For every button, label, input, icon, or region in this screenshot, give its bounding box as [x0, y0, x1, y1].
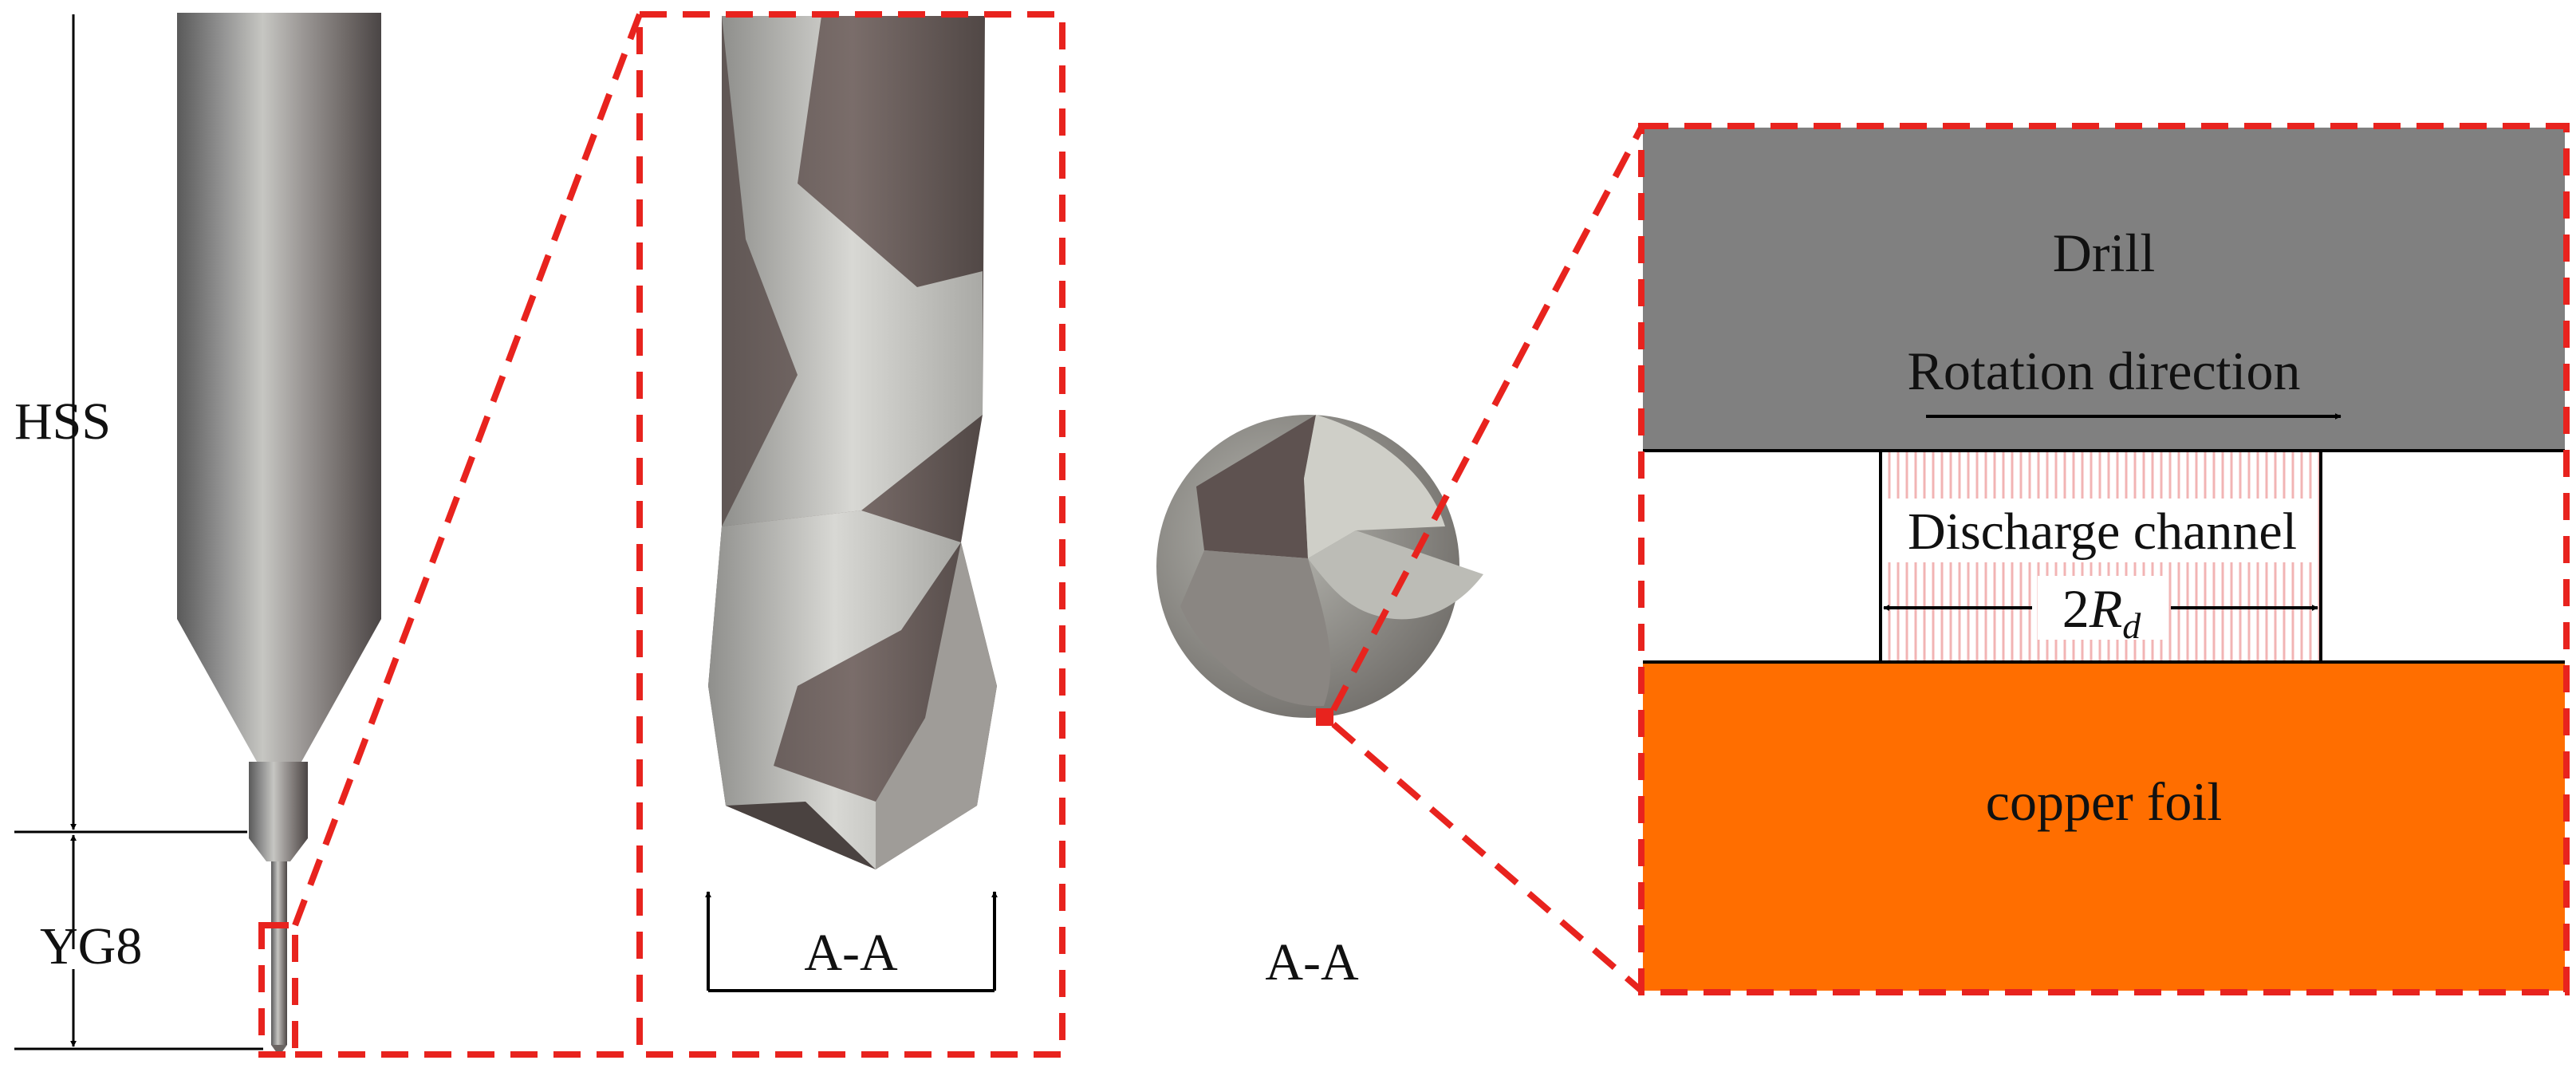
drill-flute-zoom — [708, 16, 997, 869]
label-drill: Drill — [2053, 223, 2155, 283]
cross-section-web-dark — [1196, 415, 1316, 558]
drill-neck — [249, 762, 308, 838]
drill-shank — [177, 13, 381, 619]
section-marker-a-a — [705, 891, 998, 992]
zoom-connector-right-top — [1330, 126, 1644, 711]
flute-edge-right — [876, 542, 997, 869]
drill-micro-tip — [271, 1045, 287, 1056]
zoom-target-box-right — [1638, 123, 2570, 995]
label-copper-foil: copper foil — [1986, 771, 2222, 832]
label-yg8: YG8 — [40, 917, 142, 975]
discharge-point-marker — [1316, 708, 1333, 726]
zoom-outline-right — [1330, 123, 2570, 995]
flute-land-upper — [722, 16, 983, 526]
drill-cross-section — [1156, 415, 1483, 726]
label-discharge-channel: Discharge channel — [1908, 503, 2297, 561]
zoom-connector-right-bottom — [1331, 721, 1644, 994]
cross-section-flute-mid — [1308, 530, 1483, 620]
drill-block — [1643, 128, 2565, 451]
zoom-connector-top — [292, 13, 643, 927]
radius-label-background — [2038, 576, 2165, 640]
discharge-schematic — [1643, 128, 2565, 991]
label-radius-sub: d — [2122, 605, 2141, 646]
drill-cone — [177, 619, 381, 762]
label-radius-coef: 2 — [2062, 578, 2090, 639]
drill-micro-bit — [271, 861, 287, 1045]
channel-label-background — [1884, 499, 2318, 562]
label-radius: 2Rd — [2062, 578, 2142, 646]
label-rotation-direction: Rotation direction — [1908, 341, 2301, 401]
zoom-source-box — [258, 922, 298, 1058]
drill-neck-taper — [249, 838, 308, 861]
section-label-right: A-A — [1265, 933, 1359, 991]
flute-land-lower — [708, 510, 961, 869]
zoom-outline-left — [258, 11, 1065, 1058]
label-hss: HSS — [14, 392, 111, 451]
section-label-left: A-A — [804, 924, 898, 982]
flute-tip — [726, 802, 876, 869]
cross-section-lower — [1180, 550, 1331, 707]
dimension-lines — [14, 14, 263, 1050]
drill-full-view — [177, 13, 381, 1056]
copper-foil-block — [1643, 662, 2565, 991]
cross-section-flute-light — [1304, 415, 1445, 558]
label-radius-var: R — [2089, 578, 2123, 639]
